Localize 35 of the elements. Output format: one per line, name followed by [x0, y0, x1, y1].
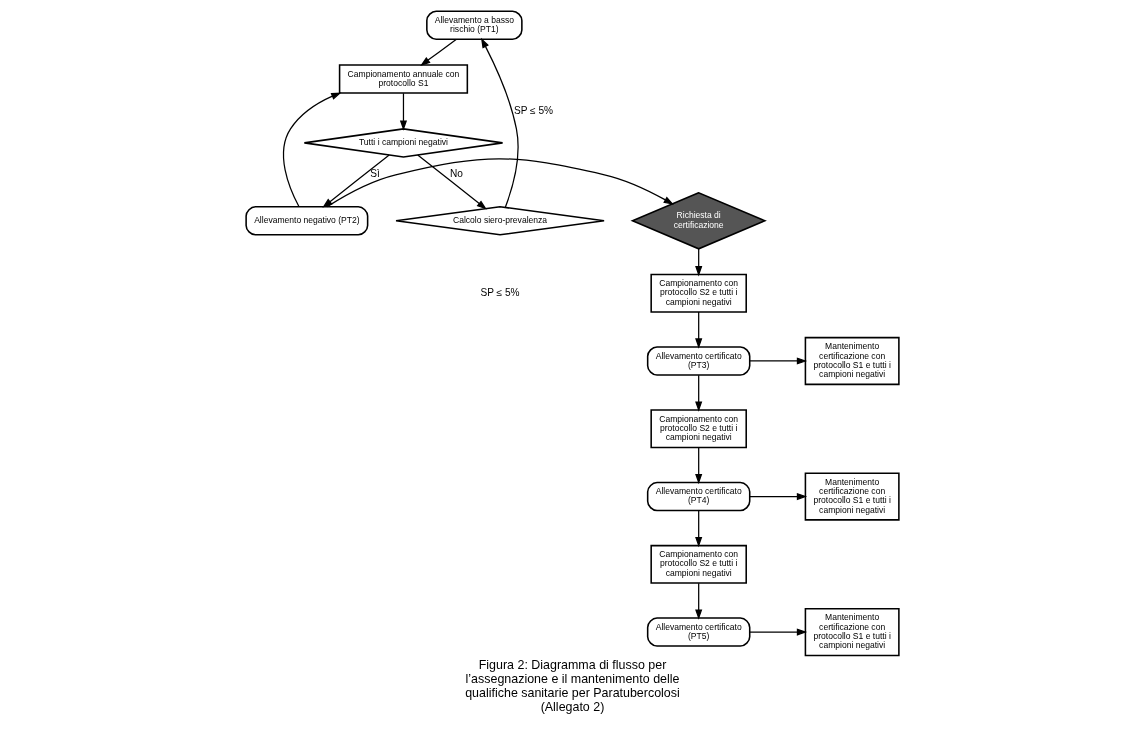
arrow: [695, 447, 703, 485]
arrow: [749, 357, 808, 365]
node-box: Campionamento con protocollo S2 e tutti i campioni negativi: [650, 544, 747, 584]
node-box: Campionamento annuale con protocollo S1: [338, 64, 469, 94]
node-box: Mantenimento certificazione con protocollo S1 e tutti i campioni negativi: [804, 336, 900, 386]
node-box: Campionamento con protocollo S2 e tutti i campioni negativi: [650, 273, 747, 313]
node-box: Campionamento con protocollo S2 e tutti i campioni negativi: [650, 409, 747, 449]
arrow: [749, 492, 808, 501]
node-box: Allevamento negativo (PT2): [245, 206, 369, 236]
arrow: [695, 374, 703, 412]
arrow: [417, 154, 487, 210]
arrow: [420, 38, 457, 66]
node-box: Allevamento certificato (PT4): [646, 481, 751, 512]
arrow: [749, 628, 808, 636]
node-box: Allevamento a basso rischio (PT1): [426, 10, 523, 41]
arrow: [480, 37, 519, 208]
arrow: [695, 582, 703, 620]
arrow: [326, 158, 674, 208]
arrow: [399, 92, 408, 131]
arrow: [695, 311, 703, 349]
node-box: Mantenimento certificazione con protocollo S1 e tutti i campioni negativi: [804, 607, 900, 657]
edge-label: Sì: [370, 168, 380, 180]
label: SP ≤ 5%: [480, 286, 520, 298]
arrow: [322, 154, 390, 208]
caption: Figura 2: Diagramma di flusso per l’assegnazione e il mantenimento delle qualifiche sanitarie per Paratubercolosi (Allegato 2): [465, 657, 680, 714]
edge-label: SP ≤ 5%: [514, 104, 554, 116]
node-diamond: Calcolo siero-prevalenza: [395, 205, 605, 236]
node-box: Allevamento certificato (PT3): [646, 346, 751, 376]
node-diamond: Tutti i campioni negativi: [303, 128, 504, 158]
arrow: [695, 510, 703, 548]
arrow: [282, 92, 342, 208]
node-box: Allevamento certificato (PT5): [646, 617, 751, 647]
edge-label: No: [449, 168, 463, 180]
node-box: Mantenimento certificazione con protocollo S1 e tutti i campioni negativi: [804, 472, 900, 521]
node-diamond: Richiesta di certificazione: [630, 191, 767, 250]
